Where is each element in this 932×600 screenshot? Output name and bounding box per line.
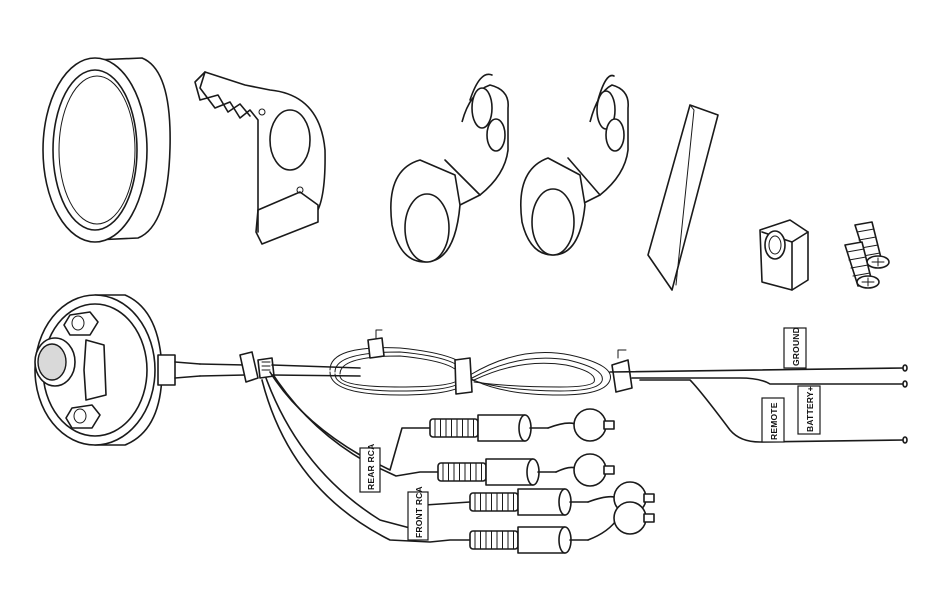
screw-1 — [854, 221, 890, 269]
adhesive-strip — [647, 104, 719, 291]
rear-rca-label-tag: REAR RCA — [359, 444, 381, 493]
rca-connector-2 — [437, 453, 615, 487]
remote-controller-puck — [34, 294, 201, 446]
mounting-bracket — [194, 71, 326, 245]
center-knob-icon — [37, 343, 67, 381]
remote-label-tag: REMOTE — [761, 397, 785, 443]
remote-label: REMOTE — [769, 402, 779, 440]
cable-tie-2 — [454, 357, 473, 395]
battery-label-tag: BATTERY+ — [797, 385, 821, 435]
ground-label: GROUND — [791, 327, 801, 366]
rca-connector-4 — [469, 501, 655, 554]
down-button-icon — [65, 404, 101, 429]
front-rca-label: FRONT RCA — [414, 486, 424, 538]
pipe-clamp-2 — [520, 74, 629, 256]
cable-tie-3 — [367, 337, 385, 359]
front-rca-label-tag: FRONT RCA — [407, 486, 429, 541]
cable-tie-1 — [239, 351, 259, 383]
hex-nut — [759, 219, 809, 291]
battery-label: BATTERY+ — [805, 386, 815, 432]
up-button-icon — [63, 311, 99, 336]
ground-label-tag: GROUND — [783, 327, 807, 369]
right-button-icon — [83, 339, 107, 401]
coiled-wire-bundle — [329, 329, 611, 396]
rear-rca-label: REAR RCA — [366, 444, 376, 490]
cable-tie-4 — [611, 349, 633, 393]
rca-connector-1 — [429, 408, 615, 442]
pipe-clamp-1 — [390, 73, 509, 263]
mounting-bezel-ring — [42, 57, 171, 243]
screw-2 — [844, 241, 880, 289]
power-leads — [609, 364, 908, 444]
